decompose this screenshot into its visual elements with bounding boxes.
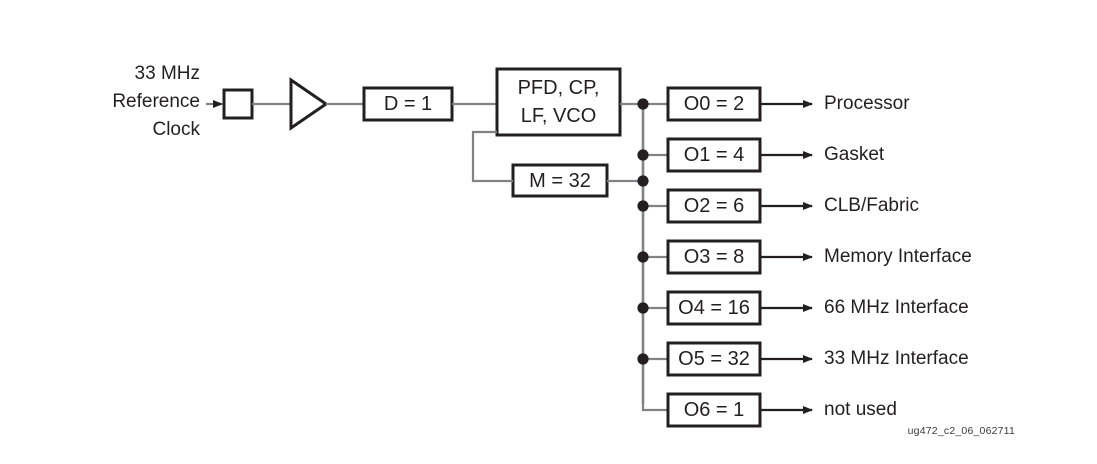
output-box-label-o5: O5 = 32 <box>678 348 750 370</box>
output-box-o1 <box>666 137 762 173</box>
junction-dot-o2 <box>637 200 649 212</box>
figure-caption: ug472_c2_06_062711 <box>907 425 1015 437</box>
destination-label-o3: Memory Interface <box>824 246 972 267</box>
junction-dot-o4 <box>637 302 649 314</box>
source-label-line-1: 33 MHz <box>134 63 200 84</box>
source-label-line-2: Reference <box>112 91 200 112</box>
destination-label-o4: 66 MHz Interface <box>824 297 969 318</box>
input-pin-square <box>222 88 254 120</box>
output-box-label-o6: O6 = 1 <box>683 399 745 421</box>
output-box-o0 <box>666 86 762 122</box>
junction-dot-o0 <box>637 98 649 110</box>
destination-label-o0: Processor <box>824 93 910 114</box>
pll-core-label-line-1: PFD, CP, <box>517 77 600 99</box>
divider-d-label: D = 1 <box>383 93 433 115</box>
destination-label-o6: not used <box>824 399 897 420</box>
pll-core-label-line-2: LF, VCO <box>520 105 597 127</box>
junction-dot-o1 <box>637 149 649 161</box>
buffer-amplifier-triangle <box>289 77 329 131</box>
output-box-label-o2: O2 = 6 <box>683 195 745 217</box>
output-box-o6 <box>666 392 762 428</box>
junction-dot-feedback <box>637 175 649 187</box>
output-box-label-o0: O0 = 2 <box>683 93 745 115</box>
wire-bus-corner-to-o6 <box>641 404 668 412</box>
destination-label-o2: CLB/Fabric <box>824 195 920 216</box>
output-box-label-o1: O1 = 4 <box>683 144 745 166</box>
junction-dot-o3 <box>637 251 649 263</box>
output-box-label-o4: O4 = 16 <box>678 297 750 319</box>
source-label-line-3: Clock <box>152 119 200 140</box>
feedback-divider-m-label: M = 32 <box>529 170 591 192</box>
destination-label-o1: Gasket <box>824 144 885 165</box>
output-box-o5 <box>666 341 762 377</box>
destination-label-o5: 33 MHz Interface <box>824 348 969 369</box>
output-box-label-o3: O3 = 8 <box>683 246 745 268</box>
pll-core-box <box>495 67 622 137</box>
junction-dot-o5 <box>637 353 649 365</box>
wire-feedback-m-to-pll <box>471 130 513 183</box>
